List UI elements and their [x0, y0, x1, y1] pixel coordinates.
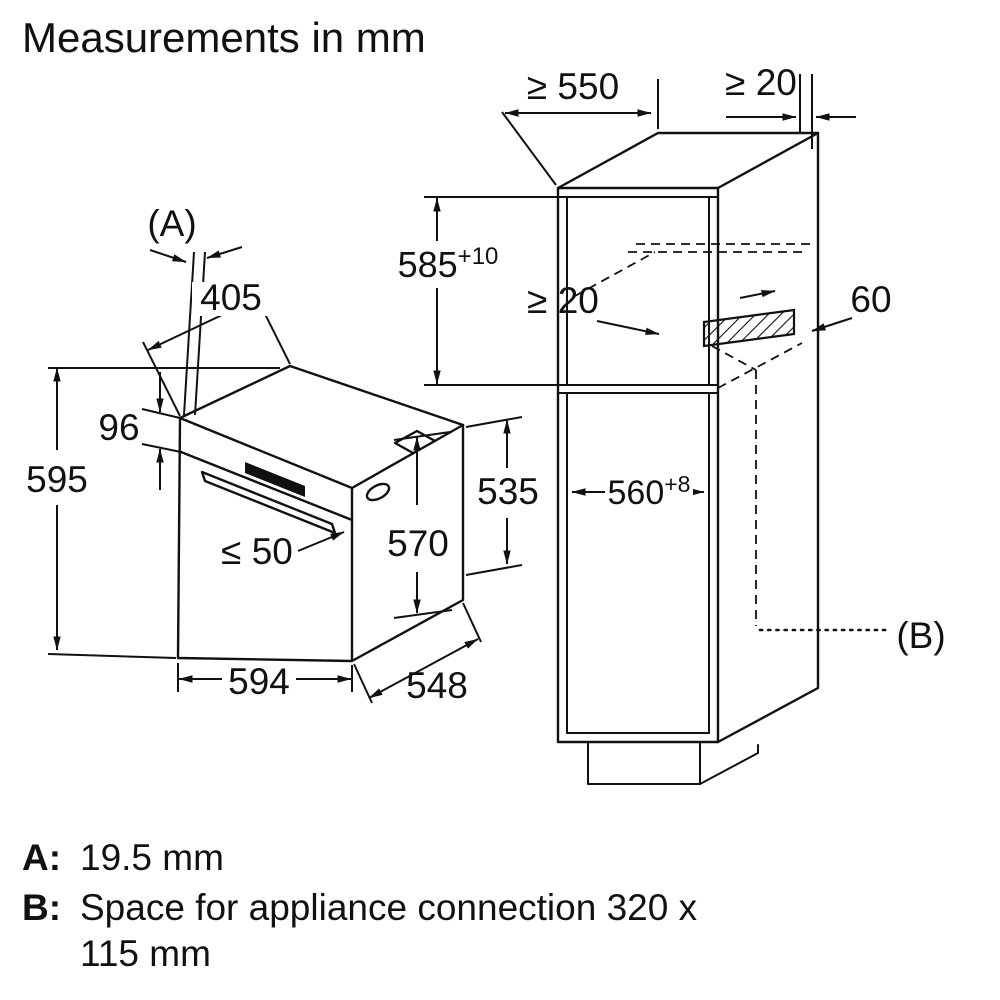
- dim-560-label: 560+8: [608, 471, 691, 512]
- dim-595-label: 595: [26, 459, 88, 500]
- dim-le50-label: ≤ 50: [221, 531, 293, 572]
- diagram-title: Measurements in mm: [22, 14, 426, 61]
- label-backplate: [192, 282, 270, 316]
- cabinet-outline: [556, 131, 820, 785]
- label-a: (A): [147, 203, 196, 244]
- cabinet-hidden-edges: [574, 243, 888, 632]
- cabinet-dimensions: [424, 74, 856, 496]
- legend-a-key: A:: [22, 837, 61, 878]
- dim-96-label: 96: [98, 407, 139, 448]
- dim-535-label: 535: [477, 471, 539, 512]
- dim-585-label: 585+10: [398, 243, 499, 285]
- cabinet-plinth: [587, 741, 701, 785]
- oven-top-face: [178, 364, 465, 490]
- dim-548-label: 548: [406, 665, 468, 706]
- oven-side-hole: [365, 482, 391, 502]
- dim-570-label: 570: [387, 523, 449, 564]
- oven-drawing: [176, 364, 465, 663]
- oven-outline: [176, 364, 465, 663]
- dim-60-label: 60: [850, 279, 891, 320]
- dim-ge20-top-label: ≥ 20: [725, 62, 797, 103]
- wall-spacer-hatched: [702, 308, 796, 348]
- legend-a-value: 19.5 mm: [80, 837, 224, 878]
- dim-405-label: 405: [200, 277, 262, 318]
- legend-b-value-line2: 115 mm: [80, 933, 211, 974]
- dim-ge550-label: ≥ 550: [527, 66, 619, 107]
- legend-b-key: B:: [22, 887, 61, 928]
- cabinet-silhouette: [556, 131, 820, 744]
- oven-control-panel-line: [179, 450, 354, 522]
- dim-594-label: 594: [228, 661, 290, 702]
- label-b: (B): [896, 615, 945, 656]
- cabinet-drawing: [556, 131, 888, 785]
- oven-dimensions: [47, 246, 523, 704]
- oven-display: [245, 462, 305, 497]
- label-backplate: [605, 473, 693, 510]
- dim-ge20-mid-label: ≥ 20: [527, 280, 599, 321]
- legend: A: 19.5 mm B: Space for appliance connec…: [22, 837, 698, 974]
- legend-b-value-line1: Space for appliance connection 320 x: [80, 887, 698, 928]
